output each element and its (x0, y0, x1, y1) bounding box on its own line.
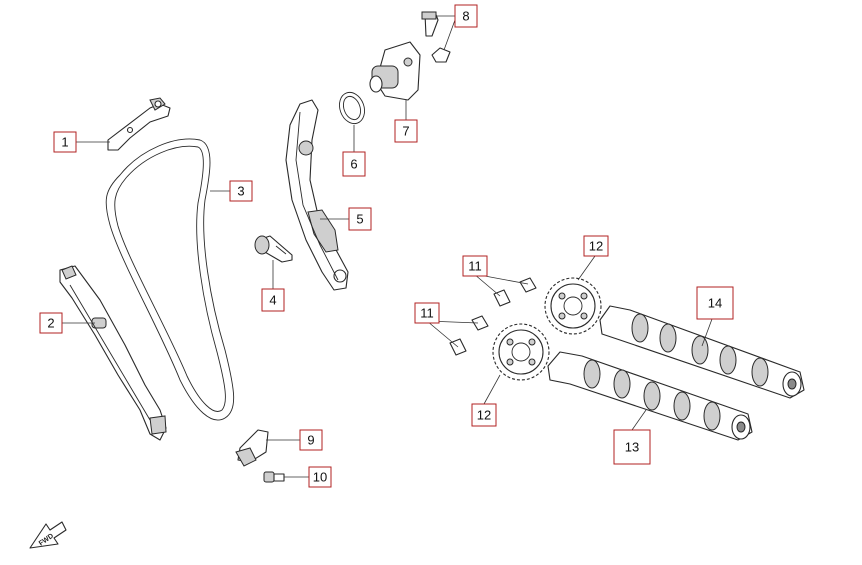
part-pivot-bolt (254, 235, 293, 263)
callout-6: 6 (342, 151, 366, 177)
callout-14: 14 (696, 286, 734, 320)
callout-label-8: 8 (462, 9, 469, 24)
callout-12-lower: 12 (471, 403, 497, 427)
callout-9: 9 (299, 429, 323, 451)
fwd-arrow-indicator: FWD (29, 521, 67, 549)
part-exhaust-camshaft (547, 351, 753, 441)
callout-label-5: 5 (356, 212, 363, 227)
callout-11-upper: 11 (462, 255, 488, 277)
callout-label-6: 6 (350, 157, 357, 172)
callout-10: 10 (308, 466, 332, 488)
part-tensioner-guide (285, 99, 349, 291)
callout-label-1: 1 (61, 135, 68, 150)
callout-label-12-upper: 12 (589, 239, 603, 254)
part-o-ring (339, 91, 365, 125)
callout-7: 7 (394, 119, 418, 143)
callout-label-13: 13 (625, 440, 639, 455)
callout-label-2: 2 (47, 316, 54, 331)
callout-4: 4 (261, 288, 285, 312)
callout-5: 5 (348, 207, 372, 231)
leader-lines (62, 15, 713, 478)
part-chain-tensioner (369, 41, 421, 101)
callout-label-11-lower: 11 (420, 306, 434, 321)
callout-2: 2 (39, 312, 63, 334)
part-guide-bracket (235, 429, 269, 467)
callout-13: 13 (613, 429, 651, 465)
part-timing-chain (105, 138, 235, 421)
callout-12-upper: 12 (583, 235, 609, 257)
part-small-bolt (263, 471, 285, 483)
part-lower-cam-sprocket (492, 323, 550, 381)
callout-label-3: 3 (237, 184, 244, 199)
callout-label-9: 9 (307, 433, 314, 448)
callout-11-lower: 11 (414, 302, 440, 324)
part-tensioner-bolts (421, 11, 451, 63)
callout-3: 3 (229, 180, 253, 202)
callout-label-12-lower: 12 (477, 408, 491, 423)
callout-8: 8 (454, 4, 478, 28)
callout-label-10: 10 (313, 470, 327, 485)
callout-label-14: 14 (708, 296, 722, 311)
callout-1: 1 (53, 131, 77, 153)
callout-label-11-upper: 11 (468, 259, 482, 274)
part-intake-camshaft (599, 305, 805, 399)
part-lower-chain-guide (59, 265, 167, 441)
part-upper-chain-guide (107, 97, 171, 151)
callout-label-7: 7 (402, 124, 409, 139)
callout-label-4: 4 (269, 293, 276, 308)
part-upper-cam-sprocket (544, 277, 602, 335)
